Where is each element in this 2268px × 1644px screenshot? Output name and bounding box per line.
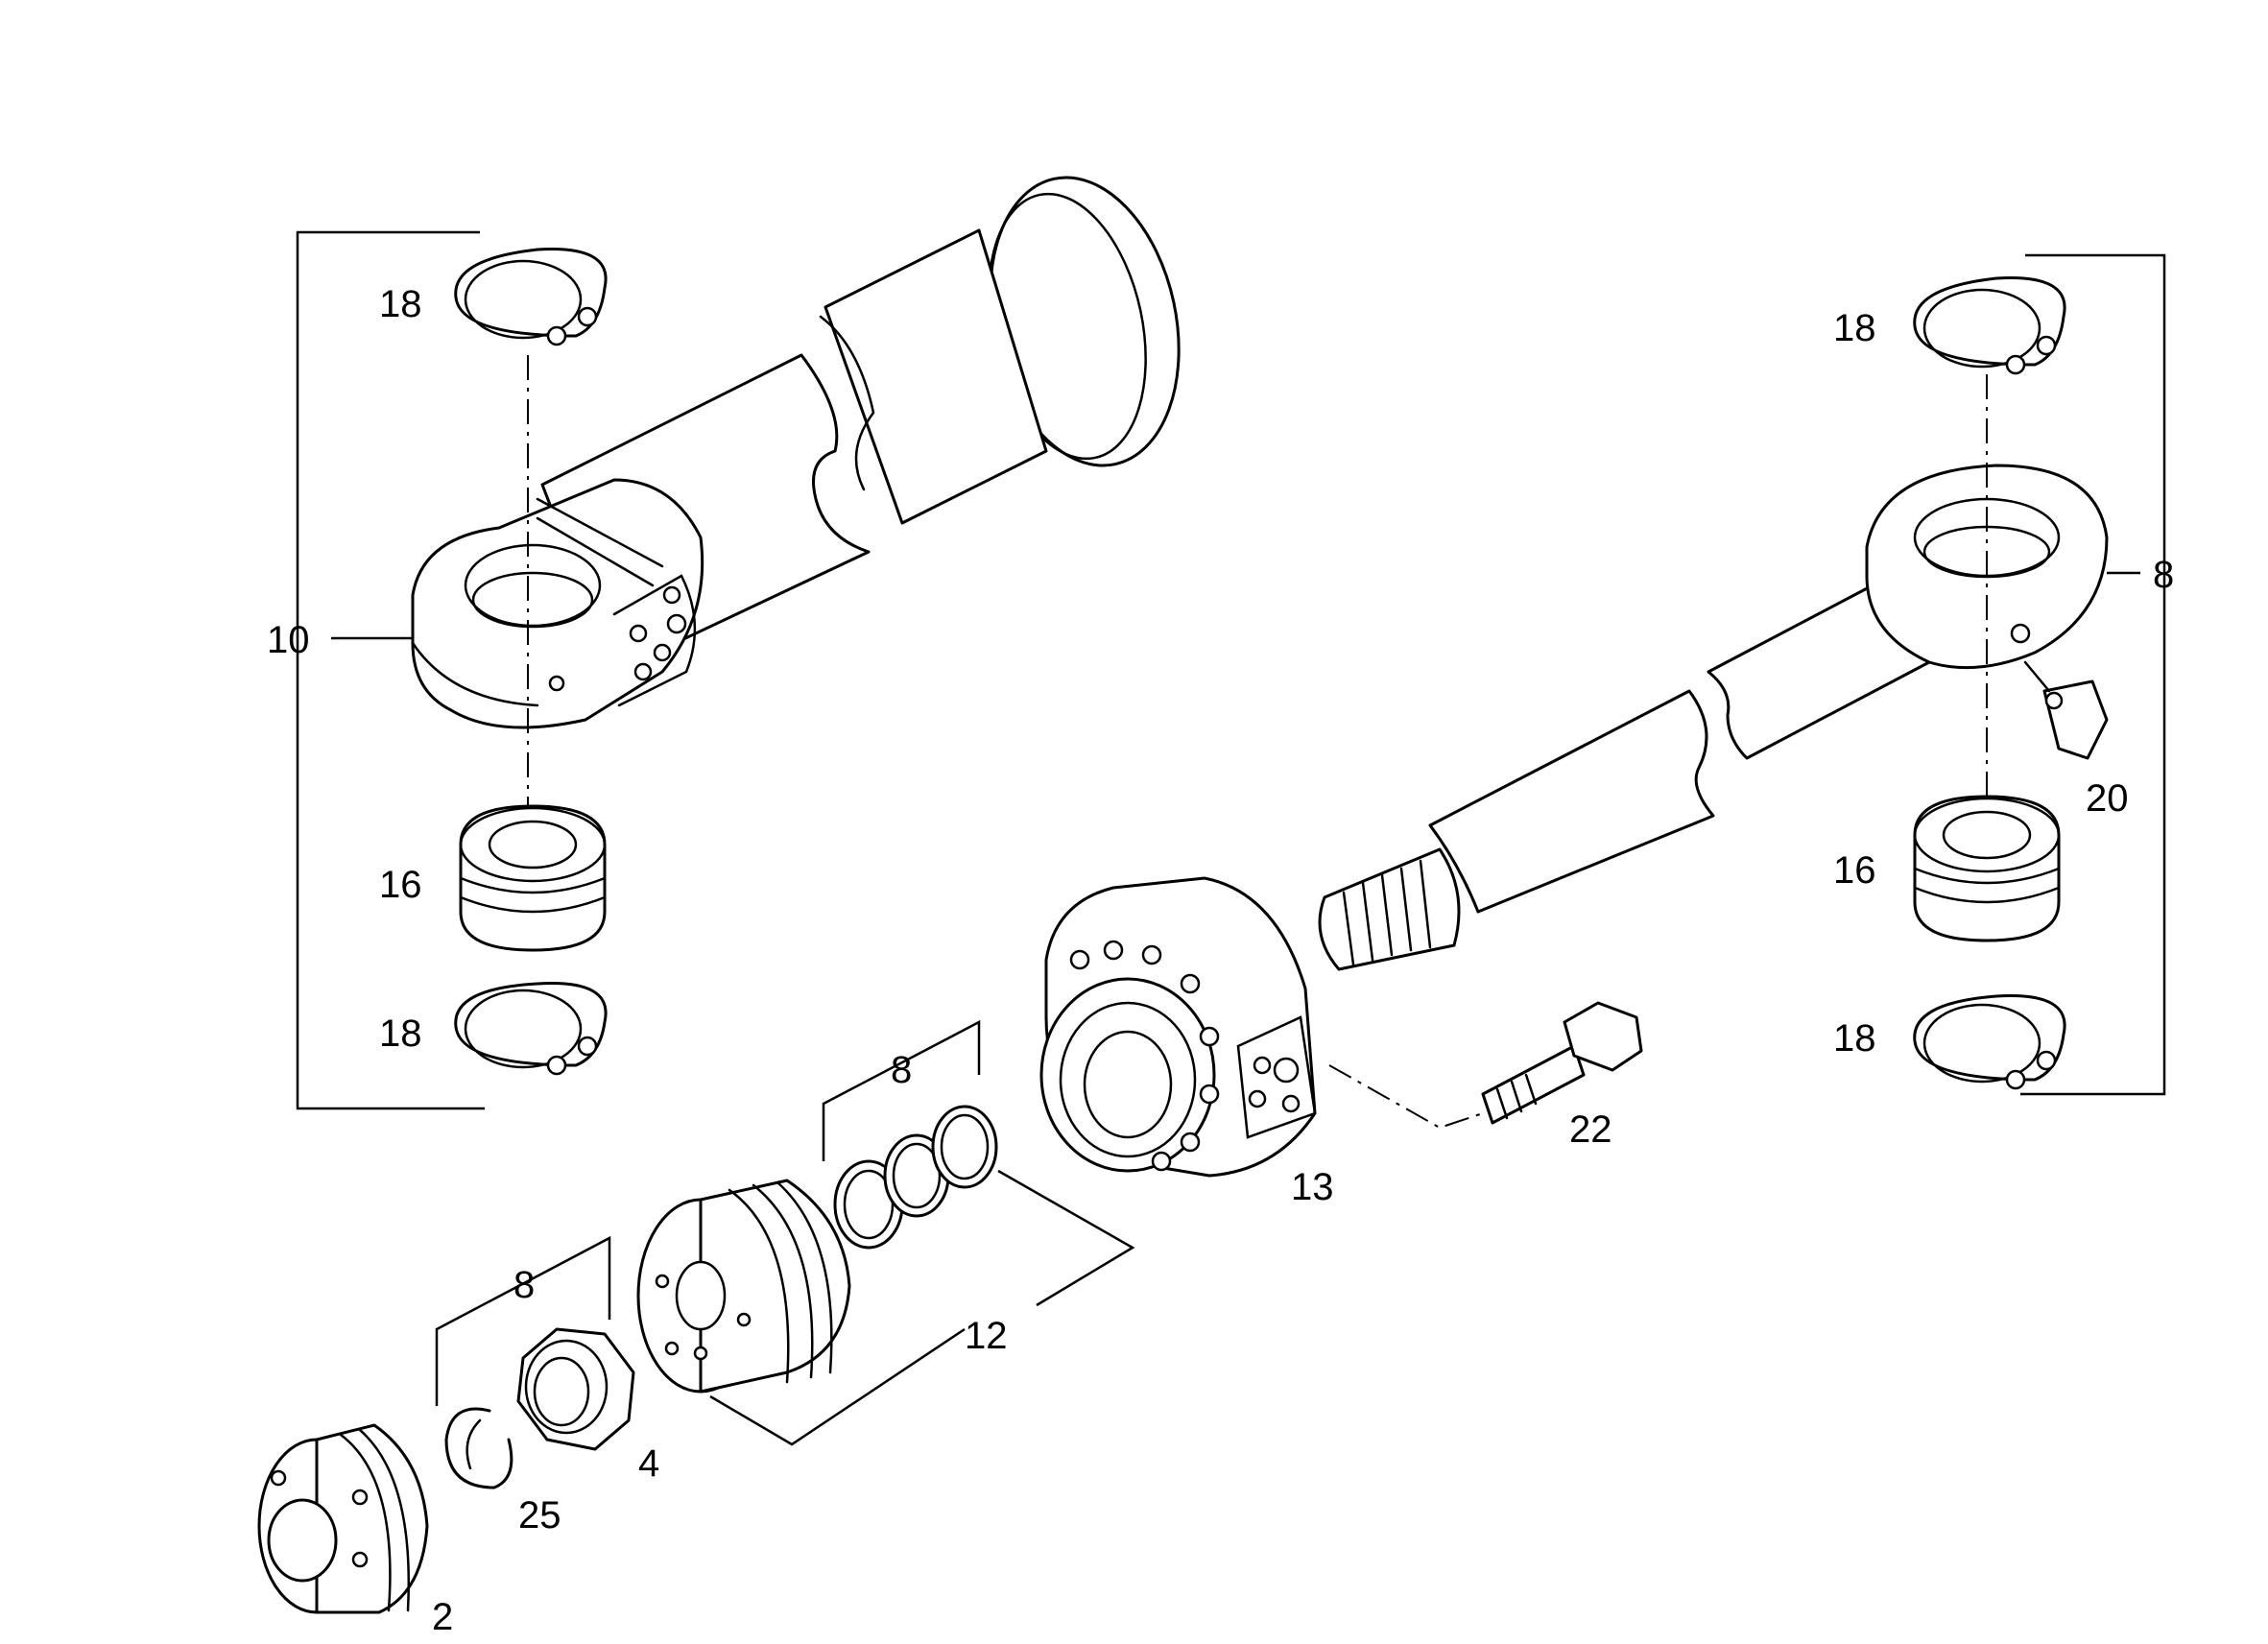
circlip-18 <box>454 248 608 346</box>
circlip-25 <box>444 1407 513 1489</box>
callout-8: 8 <box>513 1264 535 1306</box>
circlip-18 <box>454 982 608 1076</box>
end-cap-2 <box>257 1423 429 1614</box>
piston-12 <box>636 1179 851 1394</box>
callout-16: 16 <box>1833 849 1876 892</box>
callout-2: 2 <box>432 1596 453 1638</box>
callout-10: 10 <box>267 619 310 661</box>
group-bracket-10 <box>296 230 485 1110</box>
callout-13: 13 <box>1291 1166 1334 1208</box>
callout-18: 18 <box>1833 1017 1876 1060</box>
seal-ring <box>931 1105 998 1189</box>
spherical-bearing-16 <box>459 804 607 952</box>
callout-18: 18 <box>379 283 422 325</box>
group-bracket-8 <box>435 1235 611 1406</box>
cylinder-tube <box>411 176 1181 729</box>
callout-22: 22 <box>1569 1108 1612 1151</box>
callout-18: 18 <box>379 1013 422 1055</box>
group-bracket-8 <box>822 1019 981 1161</box>
spherical-bearing-16 <box>1913 795 2061 942</box>
callout-16: 16 <box>379 864 422 906</box>
nut-4 <box>516 1327 635 1451</box>
callout-25: 25 <box>518 1494 561 1537</box>
callout-18: 18 <box>1833 307 1876 349</box>
callout-12: 12 <box>965 1315 1008 1357</box>
callout-8: 8 <box>891 1049 912 1091</box>
screw-22 <box>1481 1001 1643 1125</box>
callout-8: 8 <box>2153 554 2174 596</box>
group-bracket-8 <box>2020 253 2166 1096</box>
callout-4: 4 <box>638 1442 659 1485</box>
axis-line <box>1328 1064 1484 1130</box>
group-bracket-12 <box>709 1169 1135 1446</box>
circlip-18 <box>1913 276 2066 375</box>
cylinder-head-13 <box>1039 876 1317 1178</box>
callout-20: 20 <box>2086 777 2129 820</box>
circlip-18 <box>1913 994 2066 1090</box>
grease-nipple-20 <box>2023 660 2109 760</box>
